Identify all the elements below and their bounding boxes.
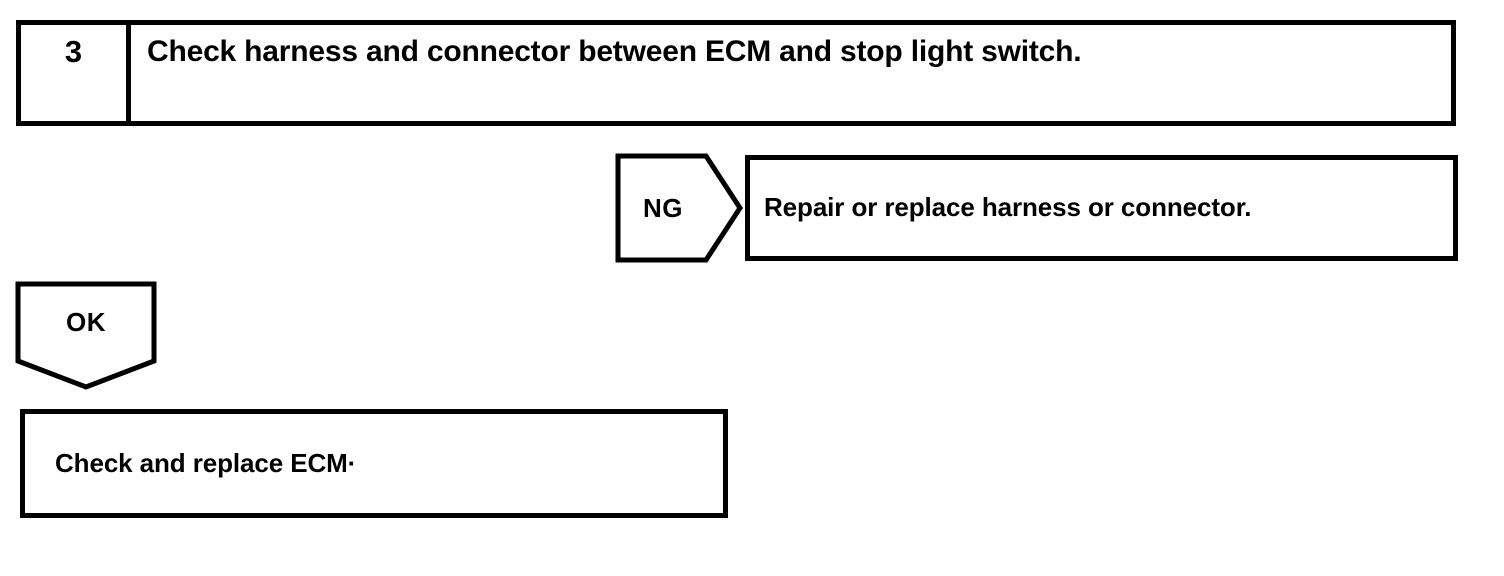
- ok-branch-arrow: OK: [15, 281, 157, 391]
- ok-arrow-shape: [15, 281, 157, 390]
- step-instruction-text: Check harness and connector between ECM …: [147, 35, 1082, 68]
- ok-result-box: Check and replace ECM·: [20, 409, 728, 518]
- step-number-cell: 3: [21, 25, 131, 121]
- ng-arrow-shape: [615, 153, 743, 263]
- step-instruction-box: 3 Check harness and connector between EC…: [16, 20, 1456, 126]
- ok-result-text: Check and replace ECM·: [55, 447, 357, 478]
- ng-branch-arrow: NG: [615, 153, 743, 263]
- ng-result-text: Repair or replace harness or connector.: [764, 192, 1252, 223]
- step-text-cell: Check harness and connector between ECM …: [131, 25, 1451, 121]
- step-number: 3: [64, 34, 83, 69]
- ng-result-box: Repair or replace harness or connector.: [745, 155, 1458, 261]
